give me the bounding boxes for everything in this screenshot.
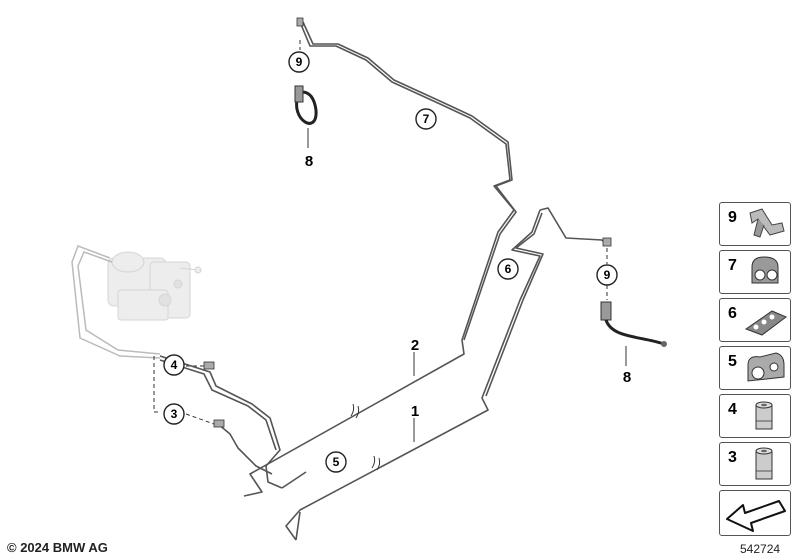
label-2: 2	[411, 337, 419, 354]
brake-hose-top	[294, 85, 318, 125]
callout-7-text: 7	[423, 112, 430, 126]
callout-3-text: 3	[171, 407, 178, 421]
callout-5	[325, 451, 347, 473]
callout-9-top-text: 9	[296, 55, 303, 69]
callout-4	[163, 354, 185, 376]
arrow-left-icon	[726, 500, 786, 532]
fittings	[203, 17, 612, 428]
label-8-top: 8	[305, 153, 313, 170]
copyright: © 2024 BMW AG	[7, 540, 108, 555]
legend-tile-4[interactable]: 4	[719, 394, 791, 438]
break-marks	[350, 403, 381, 471]
clip-bracket-icon	[749, 208, 785, 238]
callout-6-text: 6	[505, 262, 512, 276]
legend-tile-back[interactable]	[719, 490, 791, 536]
union-nut-long-icon	[755, 447, 773, 480]
label-8-right: 8	[623, 369, 631, 386]
label-leaders	[307, 128, 627, 442]
legend-number: 9	[728, 209, 737, 226]
multi-pipe-holder-icon	[744, 310, 787, 336]
callout-6	[497, 258, 519, 280]
legend-number: 3	[728, 449, 737, 466]
legend-tile-3[interactable]: 3	[719, 442, 791, 486]
callout-4-text: 4	[171, 358, 178, 372]
legend-number: 5	[728, 353, 737, 370]
diagram-id: 542724	[740, 542, 781, 556]
label-1: 1	[411, 403, 419, 420]
callout-9-right-text: 9	[604, 268, 611, 282]
callout-5-text: 5	[333, 455, 340, 469]
abs-pipes-faded	[71, 245, 161, 359]
union-nut-short-icon	[755, 401, 773, 430]
legend-tile-6[interactable]: 6	[719, 298, 791, 342]
abs-unit-illustration	[107, 251, 202, 321]
legend-number: 4	[728, 401, 737, 418]
callouts	[163, 51, 618, 473]
double-pipe-clip-icon	[751, 256, 779, 284]
legend-tile-5[interactable]: 5	[719, 346, 791, 390]
dash-leaders	[153, 40, 608, 425]
callout-7	[415, 108, 437, 130]
legend-number: 6	[728, 305, 737, 322]
callout-9-top	[288, 51, 310, 73]
callout-3	[163, 403, 185, 425]
legend-tile-9[interactable]: 9	[719, 202, 791, 246]
legend-number: 7	[728, 257, 737, 274]
brake-pipes	[159, 21, 607, 541]
brake-hose-right	[600, 301, 667, 347]
callout-9-right	[596, 264, 618, 286]
legend-tile-7[interactable]: 7	[719, 250, 791, 294]
pipe-clip-icon	[747, 352, 785, 382]
